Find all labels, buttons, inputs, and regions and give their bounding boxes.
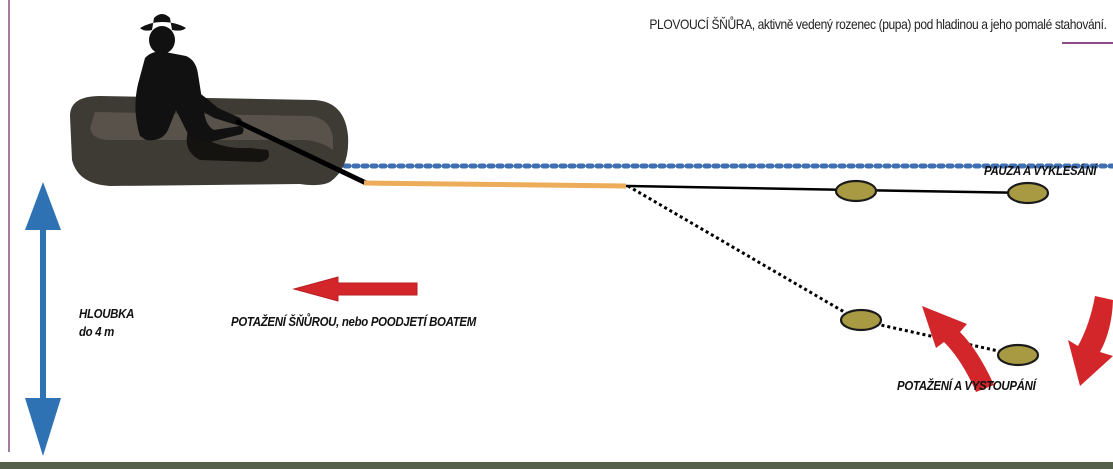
pupa-lure-icon — [1006, 181, 1050, 205]
red-arrow-left-icon — [292, 276, 418, 302]
fishing-rod — [235, 119, 369, 186]
angler-in-belly-boat-icon — [70, 14, 349, 186]
figure-caption: PLOVOUCÍ ŠŇŮRA, aktivně vedený rozenec (… — [649, 16, 1108, 32]
caption-underline — [1062, 42, 1113, 44]
pupa-lure-icon — [839, 308, 883, 332]
red-curved-arrow-down-icon — [1068, 296, 1113, 386]
pupa-lure-icon — [834, 179, 878, 203]
leader-line-dotted-deep — [627, 184, 859, 322]
floating-fly-line — [363, 180, 627, 189]
left-frame-rule — [8, 0, 10, 452]
leader-line-surface — [625, 184, 1029, 195]
lake-bottom-line — [0, 462, 1113, 469]
label-pause-sink: PAUZA A VYKLESÁNÍ — [984, 163, 1097, 178]
label-pull-line: POTAŽENÍ ŠŇŮROU, nebo POODJETÍ BOATEM — [231, 314, 476, 329]
pupa-lure-icon — [996, 343, 1040, 367]
label-depth-title: HLOUBKA — [79, 306, 135, 321]
label-pull-rise: POTAŽENÍ A VYSTOUPÁNÍ — [897, 378, 1036, 393]
depth-double-arrow-icon — [25, 182, 61, 456]
red-curved-arrow-up-icon — [922, 306, 994, 392]
label-depth-value: do 4 m — [79, 324, 115, 339]
